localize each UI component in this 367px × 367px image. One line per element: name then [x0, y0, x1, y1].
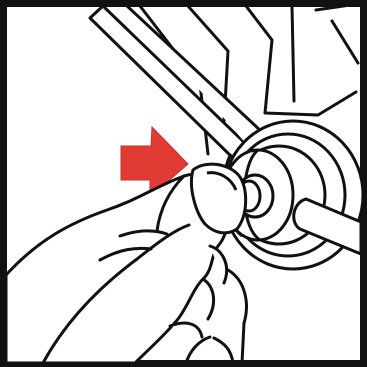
arrow-right-icon	[120, 125, 189, 199]
right-shaft	[292, 197, 363, 256]
finger-tip	[190, 162, 248, 235]
